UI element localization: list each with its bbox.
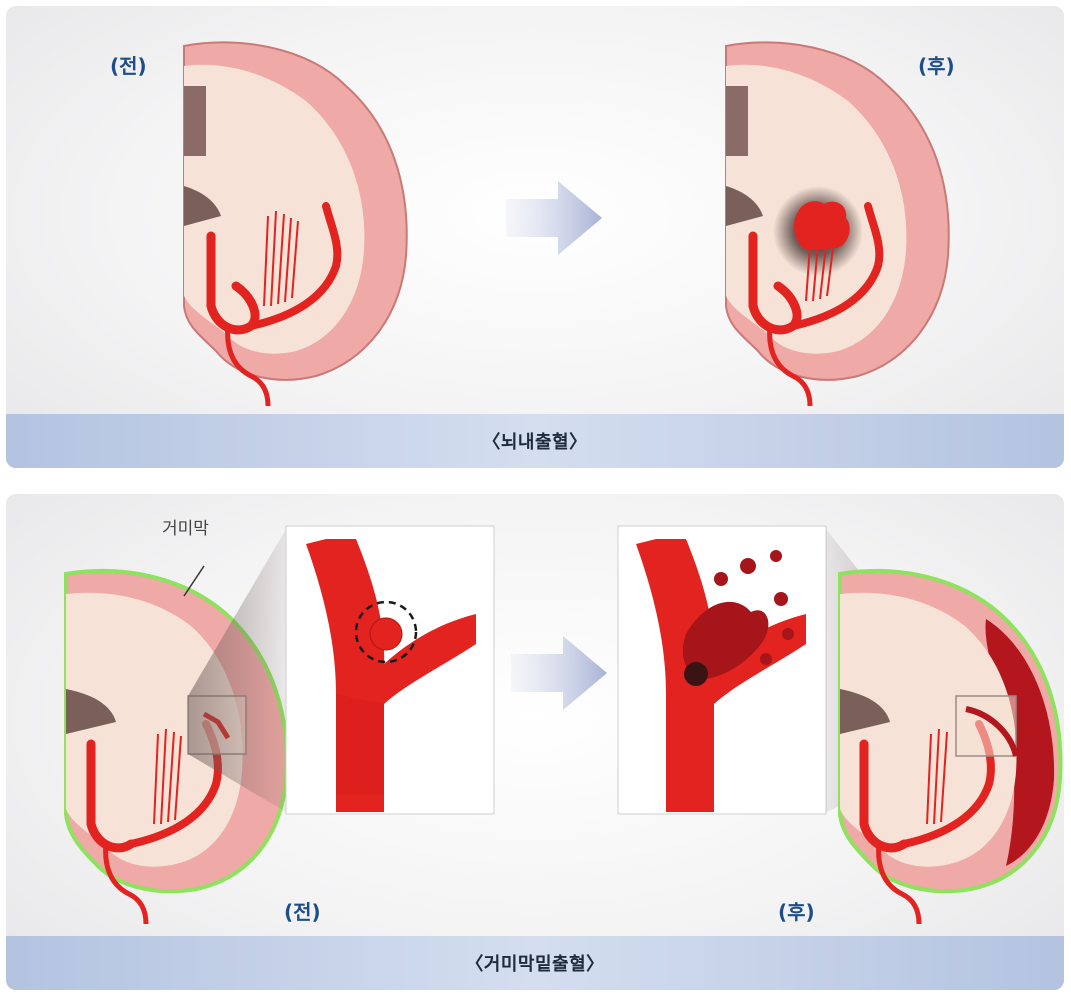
zoom-after-rupture (618, 526, 826, 814)
caption-bar: 〈거미막밑출혈〉 (6, 936, 1064, 990)
brain-after-illustration (726, 42, 949, 406)
before-label: (전) (284, 896, 321, 925)
caption-bar: 〈뇌내출혈〉 (6, 414, 1064, 468)
after-label: (후) (918, 50, 955, 79)
subarachnoid-hemorrhage-panel: 거미막 (전) (후) 〈거미막밑출혈〉 (6, 494, 1064, 990)
bottom-illustration (6, 494, 1064, 990)
zoom-before-aneurysm (286, 526, 494, 814)
brain-before-illustration (184, 42, 407, 406)
right-arrow-icon (511, 636, 607, 710)
arachnoid-label: 거미막 (162, 514, 209, 539)
brain-after-illustration (840, 571, 1060, 924)
intracerebral-hemorrhage-panel: (전) (후) 〈뇌내출혈〉 (6, 6, 1064, 468)
before-label: (전) (110, 50, 147, 79)
caption-text: 〈거미막밑출혈〉 (465, 950, 604, 976)
top-illustration (6, 6, 1064, 468)
after-label: (후) (778, 896, 815, 925)
right-arrow-icon (506, 181, 602, 255)
caption-text: 〈뇌내출혈〉 (482, 428, 587, 454)
